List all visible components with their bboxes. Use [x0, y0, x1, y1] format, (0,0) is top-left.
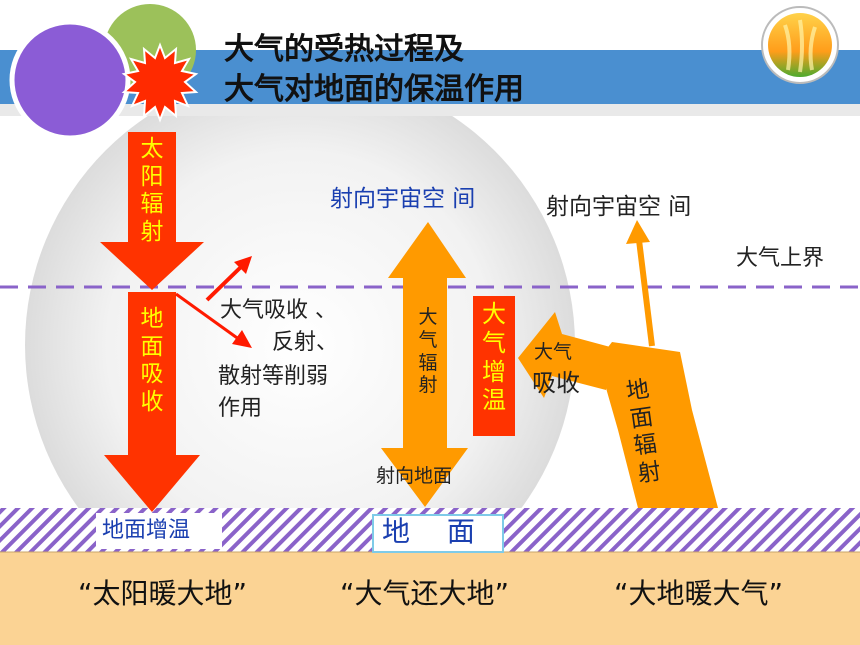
atmosphere-top-label: 大气上界 [736, 246, 825, 271]
atmosphere-effect-line-1: 大气吸收 、 [220, 298, 337, 323]
atmospheric-radiation-arrow [381, 222, 468, 507]
slogan-atmo-returns-earth: “大气还大地” [340, 577, 510, 610]
atmo-radiation-label: 大 气 辐 射 [418, 306, 438, 397]
atmo-warming-label: 大 气 增 温 [482, 300, 506, 415]
atmosphere-effect-line-4: 作用 [218, 396, 263, 421]
slogan-sun-warms-earth: “太阳暖大地” [78, 577, 248, 610]
slogan-earth-warms-atmo: “大地暖大气” [614, 577, 784, 610]
atmospheric-absorption-arrow [518, 312, 614, 398]
solar-radiation-arrow [100, 132, 204, 290]
escape-to-space-arrow [636, 239, 655, 347]
reflection-arrow [205, 262, 246, 302]
atmo-warming-box [473, 296, 515, 436]
to-ground-label: 射向地面 [376, 465, 453, 487]
ground-label: 地 面 [382, 515, 475, 548]
ground-absorb-arrow [104, 292, 200, 512]
atmosphere-effect-line-2: 反射、 [272, 330, 339, 355]
ground-label-box [372, 514, 504, 553]
ground-radiation-arrow [598, 342, 718, 508]
atmo-absorb-label-2: 吸收 [532, 369, 580, 397]
purple-circle [9, 19, 131, 141]
ground-warming-box [96, 513, 222, 549]
title-line-2: 大气对地面的保温作用 [224, 72, 524, 107]
atmo-absorb-label-1: 大气 [534, 341, 573, 363]
title-band-shadow [0, 104, 860, 116]
ground-warming-label: 地面增温 [102, 518, 191, 543]
ground-absorb-label: 地 面 吸 收 [140, 306, 164, 415]
to-space-label-black: 射向宇宙空 间 [546, 194, 692, 220]
absorption-arrow [232, 330, 252, 348]
ground-band [0, 552, 860, 645]
title-line-1: 大气的受热过程及 [224, 32, 464, 67]
solar-radiation-label: 太 阳 辐 射 [140, 136, 164, 245]
atmosphere-effect-line-3: 散射等削弱 [218, 364, 329, 389]
to-space-label-blue: 射向宇宙空 间 [330, 186, 476, 212]
sun-icon [121, 42, 199, 123]
